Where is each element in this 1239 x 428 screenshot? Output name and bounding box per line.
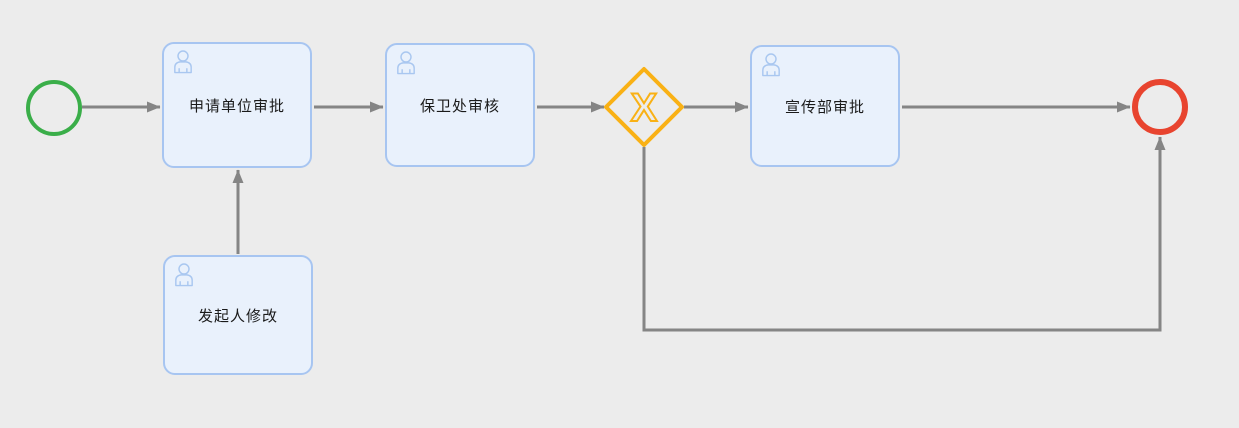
end-event[interactable]: [1132, 79, 1188, 135]
exclusive-gateway[interactable]: X: [604, 67, 684, 147]
task-label: 申请单位审批: [188, 97, 285, 115]
gateway-x-icon: X: [631, 86, 658, 130]
task-initiator-modify[interactable]: 发起人修改: [163, 255, 313, 375]
task-label: 发起人修改: [197, 307, 278, 325]
task-apply-unit-approval[interactable]: 申请单位审批: [162, 42, 312, 168]
task-label: 保卫处审核: [419, 97, 500, 115]
task-security-office-review[interactable]: 保卫处审核: [385, 43, 535, 167]
gateway-diamond[interactable]: [604, 67, 684, 147]
user-icon: [172, 262, 196, 287]
user-icon: [394, 50, 418, 75]
task-publicity-dept-approval[interactable]: 宣传部审批: [750, 45, 900, 167]
task-label: 宣传部审批: [784, 98, 865, 116]
user-icon: [171, 49, 195, 74]
user-icon: [759, 52, 783, 77]
start-event[interactable]: [26, 80, 82, 136]
flow-gateway-to-end: [642, 136, 1166, 332]
